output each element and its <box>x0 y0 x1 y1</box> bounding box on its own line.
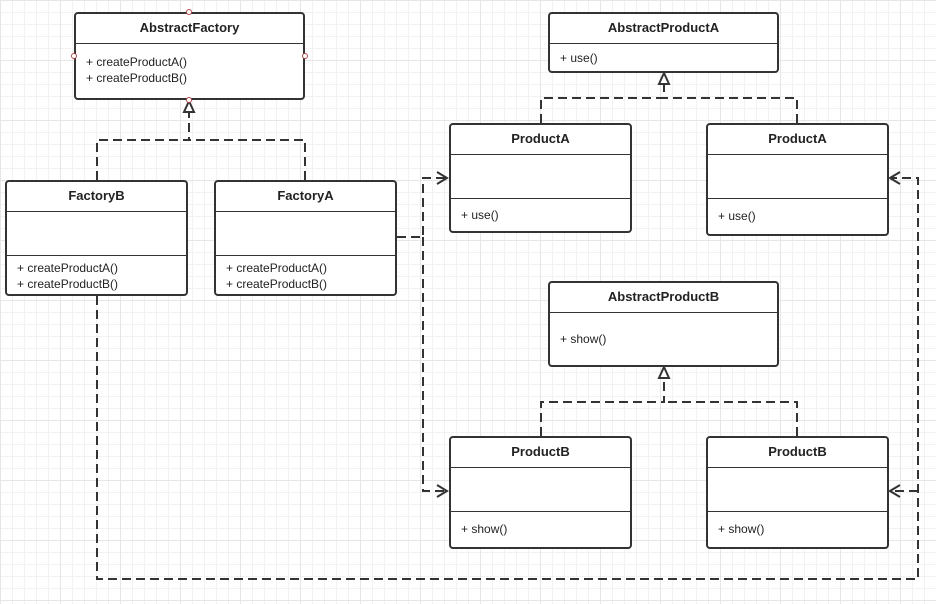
operation: + createProductB() <box>226 277 328 291</box>
operation: + show() <box>560 332 607 346</box>
connection-port-right[interactable] <box>302 53 308 59</box>
operation: + createProductA() <box>86 55 188 69</box>
class-name: ProductB <box>708 438 887 468</box>
class-attributes <box>451 155 630 199</box>
operation: + createProductB() <box>17 277 119 291</box>
class-name: ProductA <box>451 125 630 155</box>
dependency-arrowhead-producta1 <box>436 171 449 185</box>
class-operations: + use() <box>451 199 630 223</box>
realization-factorya-to-abstractfactory <box>189 139 306 180</box>
class-operations: + use() <box>550 44 777 66</box>
dependency-arrowhead-productb2 <box>888 484 901 498</box>
operation: + createProductA() <box>17 261 119 275</box>
realization-productb1-to-abstractproductb <box>540 378 665 436</box>
operation: + show() <box>461 522 508 536</box>
dependency-factoryb-to-product2 <box>96 177 919 580</box>
class-operations: + show() <box>451 512 630 537</box>
realization-productb2-to-abstractproductb <box>664 401 798 436</box>
operation: + show() <box>718 522 765 536</box>
class-operations: + createProductA() + createProductB() <box>216 256 395 292</box>
class-operations: + createProductA() + createProductB() <box>7 256 186 292</box>
operation: + use() <box>718 209 756 223</box>
operation: + use() <box>461 208 499 222</box>
realization-arrowhead-abstractfactory <box>182 98 196 113</box>
connection-port-left[interactable] <box>71 53 77 59</box>
realization-factoryb-to-abstractfactory <box>96 112 190 180</box>
class-name: FactoryA <box>216 182 395 212</box>
realization-producta1-to-abstractproducta <box>540 82 665 123</box>
class-name: ProductA <box>708 125 887 155</box>
class-attributes <box>708 155 887 199</box>
class-operations: + createProductA() + createProductB() <box>76 44 303 86</box>
class-attributes <box>451 468 630 512</box>
realization-producta2-to-abstractproducta <box>664 97 798 123</box>
operation: + createProductB() <box>86 71 188 85</box>
class-product-a-1[interactable]: ProductA + use() <box>449 123 632 233</box>
dependency-factorya-to-productb1 <box>422 237 445 492</box>
class-operations: + show() <box>550 313 777 347</box>
class-abstract-product-b[interactable]: AbstractProductB + show() <box>548 281 779 367</box>
class-name: AbstractFactory <box>76 14 303 44</box>
connection-port-bottom[interactable] <box>186 97 192 103</box>
class-name: AbstractProductA <box>550 14 777 44</box>
class-factory-b[interactable]: FactoryB + createProductA() + createProd… <box>5 180 188 296</box>
class-attributes <box>7 212 186 256</box>
class-name: AbstractProductB <box>550 283 777 313</box>
realization-arrowhead-abstractproductb <box>657 364 671 379</box>
class-name: FactoryB <box>7 182 186 212</box>
dependency-arrowhead-productb1 <box>436 484 449 498</box>
class-attributes <box>216 212 395 256</box>
operation: + use() <box>560 51 598 65</box>
class-factory-a[interactable]: FactoryA + createProductA() + createProd… <box>214 180 397 296</box>
class-product-a-2[interactable]: ProductA + use() <box>706 123 889 236</box>
class-abstract-factory[interactable]: AbstractFactory + createProductA() + cre… <box>71 9 308 103</box>
dependency-factorya-to-producta1 <box>397 177 445 238</box>
class-attributes <box>708 468 887 512</box>
realization-arrowhead-abstractproducta <box>657 70 671 85</box>
class-abstract-product-a[interactable]: AbstractProductA + use() <box>548 12 779 73</box>
operation: + createProductA() <box>226 261 328 275</box>
class-operations: + use() <box>708 199 887 224</box>
class-name: ProductB <box>451 438 630 468</box>
class-product-b-2[interactable]: ProductB + show() <box>706 436 889 549</box>
class-product-b-1[interactable]: ProductB + show() <box>449 436 632 549</box>
dependency-arrowhead-producta2 <box>888 171 901 185</box>
connection-port-top[interactable] <box>186 9 192 15</box>
class-operations: + show() <box>708 512 887 537</box>
